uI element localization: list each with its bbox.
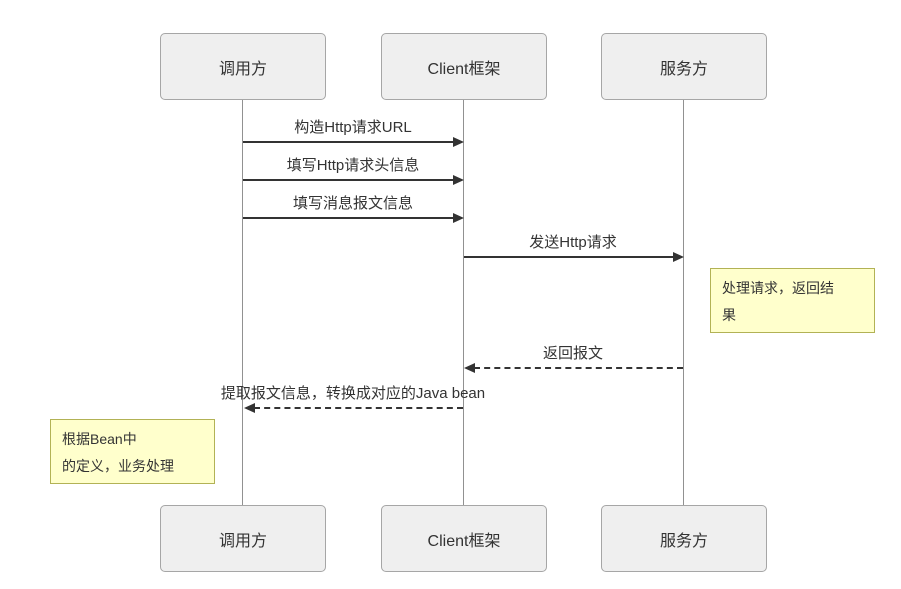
participant-box-client-framework-bottom: Client框架	[381, 505, 547, 572]
message-5-arrowhead-icon	[464, 363, 475, 373]
message-4-arrowhead-icon	[673, 252, 684, 262]
participant-box-server-bottom: 服务方	[601, 505, 767, 572]
lifeline-client-framework	[463, 100, 464, 505]
participant-box-caller-top: 调用方	[160, 33, 326, 100]
message-6-arrowhead-icon	[244, 403, 255, 413]
participant-label-client-framework: Client框架	[427, 60, 501, 78]
message-6-label: 提取报文信息，转换成对应的Java bean	[220, 385, 486, 402]
participant-box-server-top: 服务方	[601, 33, 767, 100]
message-1-arrowhead-icon	[453, 137, 464, 147]
participant-box-caller-bottom: 调用方	[160, 505, 326, 572]
participant-label-client-framework-bottom: Client框架	[427, 532, 501, 550]
participant-label-server: 服务方	[659, 60, 708, 78]
message-1-label: 构造Http请求URL	[294, 119, 412, 136]
message-2-arrow	[243, 179, 454, 181]
message-4-label: 发送Http请求	[529, 234, 617, 251]
note-server-processing: 处理请求，返回结 果	[710, 268, 875, 333]
message-2-arrowhead-icon	[453, 175, 464, 185]
lifeline-caller	[242, 100, 243, 505]
message-5-arrow	[474, 367, 683, 369]
participant-label-caller: 调用方	[218, 60, 267, 78]
message-3-arrow	[243, 217, 454, 219]
message-4-arrow	[464, 256, 674, 258]
participant-label-server-bottom: 服务方	[659, 532, 708, 550]
participant-box-client-framework-top: Client框架	[381, 33, 547, 100]
message-1-arrow	[243, 141, 454, 143]
message-6-arrow	[254, 407, 463, 409]
message-2-label: 填写Http请求头信息	[286, 157, 420, 174]
note-caller-processing: 根据Bean中 的定义，业务处理	[50, 419, 215, 484]
message-3-arrowhead-icon	[453, 213, 464, 223]
message-3-label: 填写消息报文信息	[292, 195, 414, 212]
participant-label-caller-bottom: 调用方	[218, 532, 267, 550]
lifeline-server	[683, 100, 684, 505]
message-5-label: 返回报文	[542, 345, 604, 362]
